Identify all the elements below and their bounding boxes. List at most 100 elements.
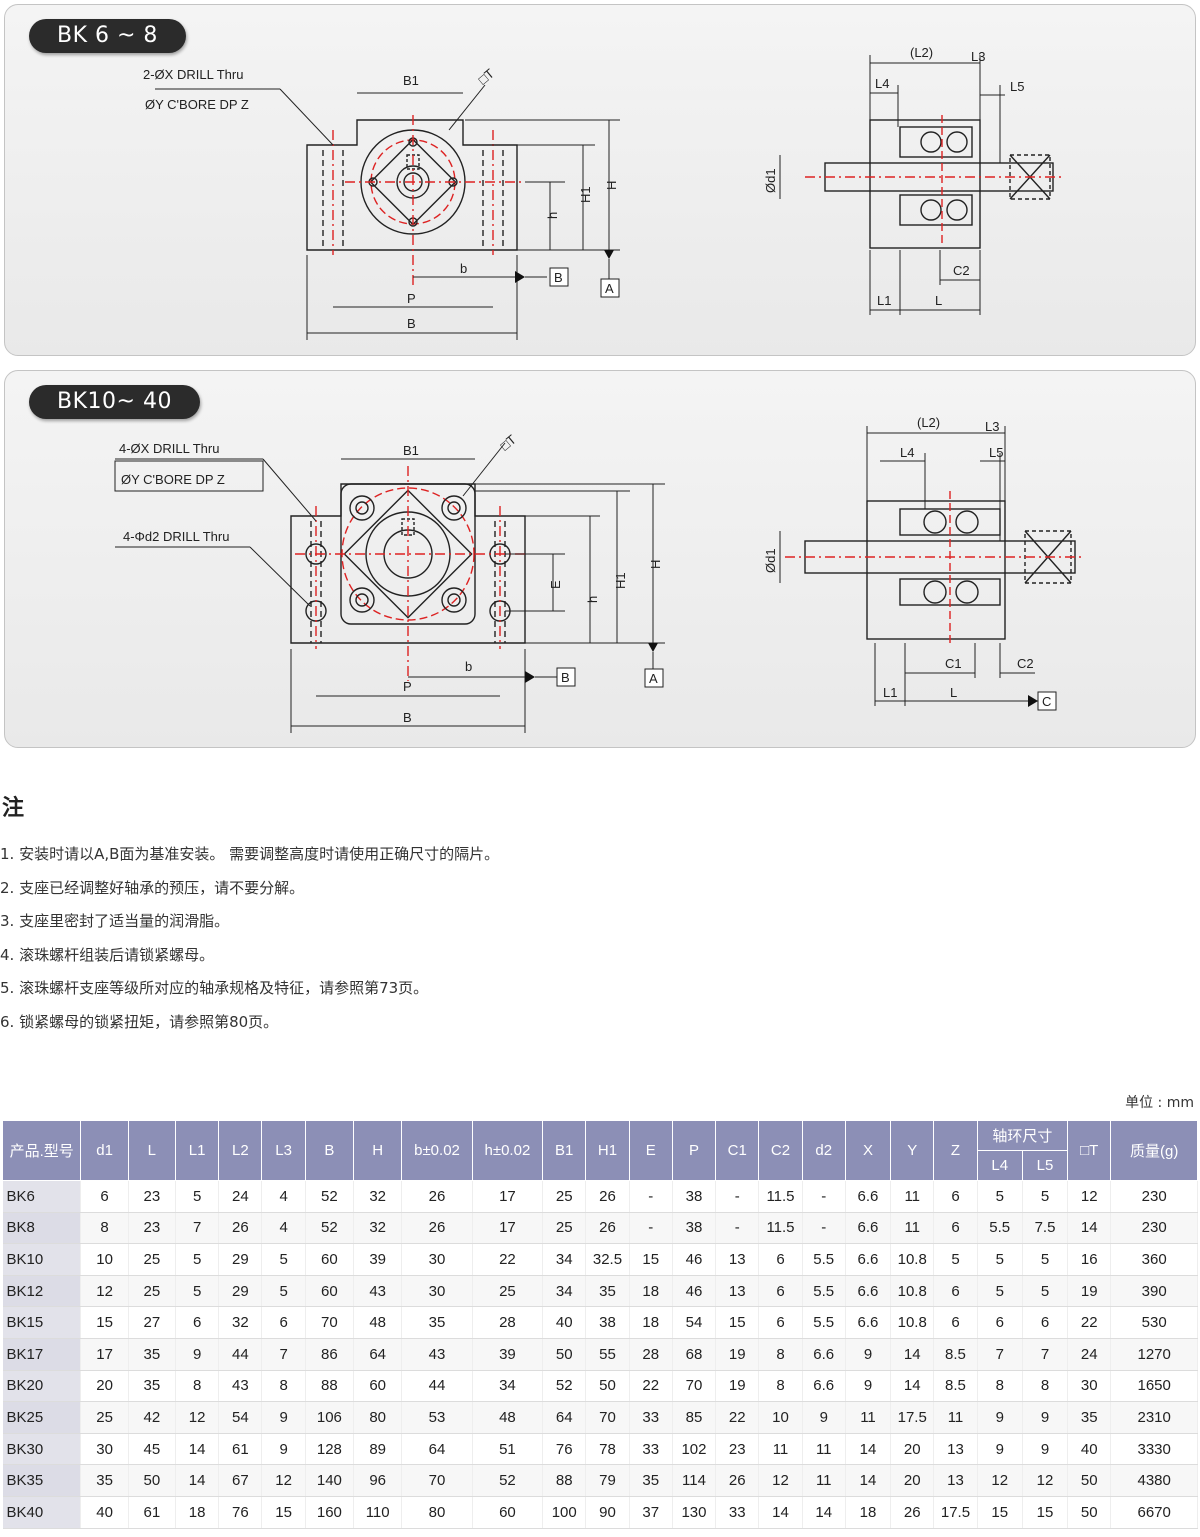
table-cell: 8	[977, 1370, 1023, 1403]
table-cell: 38	[672, 1212, 717, 1245]
table-cell: 5	[175, 1180, 220, 1213]
table-cell: 12	[977, 1464, 1023, 1497]
table-cell: 8	[758, 1338, 803, 1371]
table-cell: 11	[890, 1212, 935, 1245]
table-cell: 9	[845, 1338, 892, 1371]
table-cell: 51	[472, 1433, 544, 1466]
table-cell: 11	[845, 1401, 892, 1434]
table-cell: 4	[261, 1180, 306, 1213]
table-cell: 9	[1022, 1433, 1069, 1466]
table-cell: 6.6	[802, 1370, 846, 1403]
notes-section: 注 1. 安装时请以A,B面为基准安装。 需要调整高度时请使用正确尺寸的隔片。 …	[0, 790, 700, 1039]
table-cell: 96	[353, 1464, 403, 1497]
table-cell: 1650	[1110, 1370, 1198, 1403]
col-header: L5	[1021, 1150, 1069, 1181]
table-cell: 14	[175, 1433, 220, 1466]
col-header: 质量(g)	[1110, 1120, 1198, 1181]
table-cell: 1270	[1110, 1338, 1198, 1371]
spec-table: 产品.型号 d1 L L1 L2 L3 B H b±0.02 h±0.02 B1…	[1, 1120, 1198, 1529]
table-cell: 70	[672, 1370, 717, 1403]
table-cell: 5	[175, 1243, 220, 1276]
bk10-40-title: BK10~ 40	[29, 385, 200, 419]
dim2-B: B	[403, 710, 412, 725]
table-cell: 130	[672, 1496, 717, 1529]
table-cell: 6	[80, 1180, 129, 1213]
table-cell: 5	[1022, 1180, 1069, 1213]
table-cell: 34	[542, 1243, 587, 1276]
table-cell: 6	[758, 1243, 803, 1276]
table-cell: 35	[401, 1306, 473, 1339]
table-cell: 18	[629, 1306, 673, 1339]
table-cell: 11.5	[758, 1180, 803, 1213]
table-cell: 20	[890, 1433, 935, 1466]
bk6-8-side-view	[805, 115, 1065, 249]
table-cell: 70	[401, 1464, 473, 1497]
dim2-H1: H1	[613, 572, 628, 589]
table-cell: 4380	[1110, 1464, 1198, 1497]
col-header: E	[628, 1120, 673, 1181]
bk10-40-dimension-lines	[115, 442, 665, 733]
table-cell: 76	[542, 1433, 587, 1466]
side2-dim-C1: C1	[945, 656, 962, 671]
table-cell: 6.6	[845, 1306, 892, 1339]
notes-title: 注	[2, 796, 25, 821]
table-cell: 14	[890, 1338, 935, 1371]
table-cell: 28	[629, 1338, 673, 1371]
table-cell: 23	[128, 1212, 176, 1245]
datum-B: B	[554, 270, 563, 285]
table-cell: 18	[845, 1496, 892, 1529]
table-cell: 32	[353, 1180, 403, 1213]
table-cell: 23	[128, 1180, 176, 1213]
bk10-40-callout-drill: 4-ØX DRILL Thru	[119, 441, 219, 456]
col-header: L1	[174, 1120, 220, 1181]
bk10-40-callout-cbore: ØY C'BORE DP Z	[121, 472, 225, 487]
note-item: 2. 支座已经调整好轴承的预压，请不要分解。	[0, 878, 305, 897]
table-cell: 6.6	[845, 1212, 892, 1245]
col-header: L3	[261, 1120, 306, 1181]
col-header: C2	[758, 1120, 803, 1181]
table-cell: 34	[542, 1275, 587, 1308]
dim2-B1: B1	[403, 443, 419, 458]
bk6-8-dimension-lines	[155, 84, 620, 340]
table-cell: 26	[401, 1180, 473, 1213]
col-header: P	[671, 1120, 717, 1181]
note-item: 4. 滚珠螺杆组装后请锁紧螺母。	[0, 945, 215, 964]
side-dim-L5: L5	[1010, 79, 1024, 94]
table-cell: 11.5	[758, 1212, 803, 1245]
table-cell: 60	[305, 1243, 355, 1276]
table-cell: 20	[890, 1464, 935, 1497]
dim-B: B	[407, 316, 416, 331]
table-cell: -	[802, 1180, 846, 1213]
table-cell: 9	[977, 1433, 1023, 1466]
table-cell: 25	[542, 1180, 587, 1213]
side2-dim-L3: L3	[985, 419, 999, 434]
dim-T: □T	[475, 66, 497, 88]
table-cell: 5	[261, 1243, 306, 1276]
col-header: H	[353, 1120, 403, 1181]
table-cell: 102	[672, 1433, 717, 1466]
table-cell: 9	[261, 1433, 306, 1466]
table-cell: 89	[353, 1433, 403, 1466]
table-cell: 25	[472, 1275, 544, 1308]
col-header: L	[127, 1120, 176, 1181]
note-item: 3. 支座里密封了适当量的润滑脂。	[0, 912, 230, 930]
table-cell: 19	[715, 1338, 760, 1371]
table-cell: 52	[305, 1180, 355, 1213]
model-cell: BK12	[2, 1275, 82, 1308]
bk10-40-drawing-panel: BK10~ 40	[4, 370, 1196, 748]
note-item: 6. 锁紧螺母的锁紧扭矩，请参照第80页。	[0, 1012, 279, 1031]
table-cell: 50	[1067, 1496, 1112, 1529]
table-cell: 10.8	[890, 1243, 935, 1276]
table-cell: 79	[585, 1464, 630, 1497]
col-header: B	[304, 1120, 355, 1181]
table-cell: 6.6	[845, 1275, 892, 1308]
table-cell: 38	[672, 1180, 717, 1213]
unit-label: 单位 : mm	[1125, 1095, 1194, 1111]
table-cell: 33	[715, 1496, 760, 1529]
table-cell: 6	[175, 1306, 220, 1339]
table-cell: 140	[305, 1464, 355, 1497]
